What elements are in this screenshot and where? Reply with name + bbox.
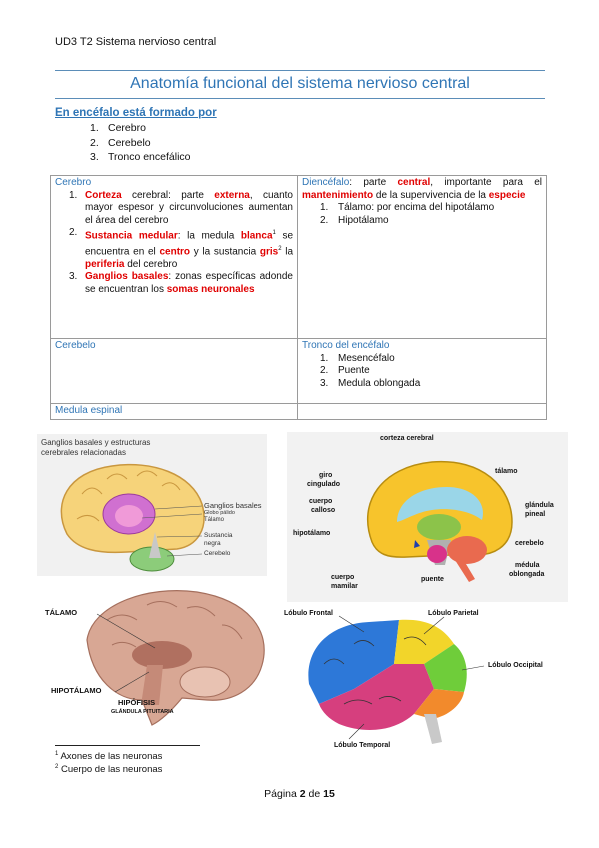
cell-cerebelo: Cerebelo xyxy=(50,338,298,404)
figure-thalamus: TÁLAMO HIPOTÁLAMO HIPÓFISIS GLÁNDULA PIT… xyxy=(37,580,282,730)
footnote: 2 Cuerpo de las neuronas xyxy=(55,764,163,776)
section-heading: En encéfalo está formado por xyxy=(55,107,217,119)
list-item: 1.Mesencéfalo xyxy=(320,352,395,364)
brain-medial-icon xyxy=(86,590,265,726)
list-item: 1. Corteza cerebral: parte externa, cuan… xyxy=(69,189,293,226)
page-number: Página 2 de 15 xyxy=(264,788,335,800)
figure-sagittal-brain: corteza cerebral tálamo giro cingulado c… xyxy=(287,432,568,602)
anatomy-table: Cerebro 1. Corteza cerebral: parte exter… xyxy=(50,175,547,420)
list-item: 1.Cerebro xyxy=(90,122,146,134)
brain-sagittal-icon xyxy=(367,460,513,582)
title-top-rule xyxy=(55,70,545,71)
intro-list: 1.Cerebro 2.Cerebelo 3.Tronco encefálico xyxy=(90,121,191,165)
list-item: 3.Tronco encefálico xyxy=(90,151,191,163)
list-item: 2.Cerebelo xyxy=(90,136,151,149)
cell-cerebro: Cerebro 1. Corteza cerebral: parte exter… xyxy=(50,175,298,339)
footnote: 1 Axones de las neuronas xyxy=(55,751,163,763)
figure-basal-ganglia: Ganglios basales y estructuras cerebrale… xyxy=(37,434,267,576)
list-item: 3. Ganglios basales: zonas específicas a… xyxy=(69,271,293,295)
list-item: 2. Sustancia medular: la medula blanca1 … xyxy=(69,227,294,270)
document-header: UD3 T2 Sistema nervioso central xyxy=(55,36,217,48)
title-bottom-rule xyxy=(55,98,545,99)
cell-diencefalo: Diencéfalo: parte central, importante pa… xyxy=(297,175,547,339)
brain-illustration-icon xyxy=(60,463,205,572)
brain-lobes-icon xyxy=(308,615,485,744)
list-item: 3.Medula oblongada xyxy=(320,377,421,389)
cell-empty xyxy=(297,403,547,420)
page-title: Anatomía funcional del sistema nervioso … xyxy=(130,75,470,92)
list-item: 2.Hipotálamo xyxy=(320,214,389,226)
cell-medula: Medula espinal xyxy=(50,403,298,420)
list-item: 1.Tálamo: por encima del hipotálamo xyxy=(320,202,495,213)
cell-tronco: Tronco del encéfalo 1.Mesencéfalo 2.Puen… xyxy=(297,338,547,404)
list-item: 2.Puente xyxy=(320,365,370,376)
cell-title: Cerebro xyxy=(55,177,92,188)
figure-lobes: Lóbulo Frontal Lóbulo Parietal Lóbulo Oc… xyxy=(284,604,574,754)
footnote-separator xyxy=(55,745,200,746)
